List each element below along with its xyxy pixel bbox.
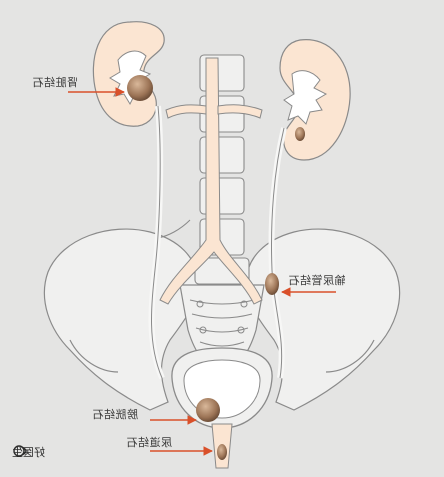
kidney-stone <box>127 75 153 101</box>
bladder-stone-label: 膀胱结石 <box>92 408 138 421</box>
urethra-stone-label: 尿道结石 <box>126 436 172 449</box>
bladder <box>171 347 273 429</box>
sacrum-ridges <box>189 299 255 360</box>
pointer-arrows <box>68 87 336 456</box>
ureter-stone-label: 输尿管结石 <box>288 274 346 287</box>
kidney-stone-small <box>295 127 305 141</box>
kidney-stone-label: 肾脏结石 <box>32 76 78 89</box>
site-logo-icon <box>13 445 27 457</box>
kidney-right <box>279 39 351 161</box>
bladder-stone <box>196 398 220 422</box>
blood-vessels <box>157 57 263 305</box>
ureters <box>148 105 287 380</box>
watermark: 好医生 <box>12 444 45 460</box>
ureter-stone <box>265 273 279 295</box>
kidney-left <box>92 21 165 127</box>
urethra-stone <box>217 444 227 460</box>
